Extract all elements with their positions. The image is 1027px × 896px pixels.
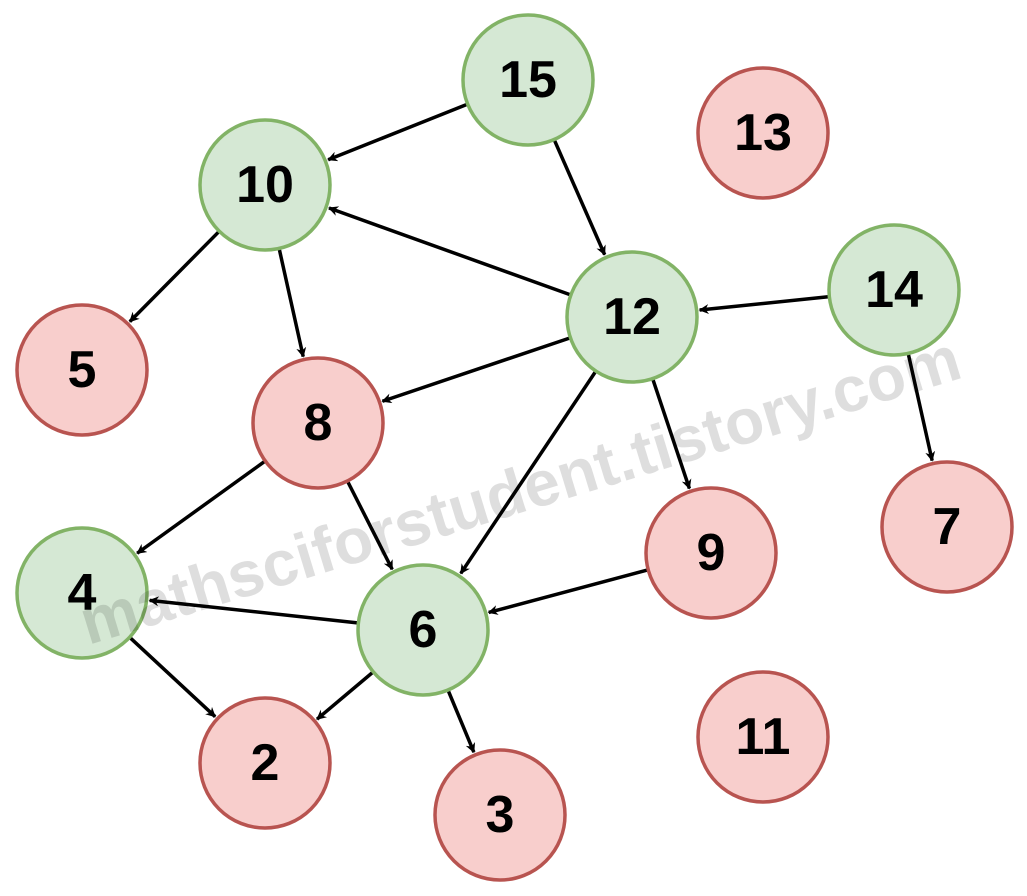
node-label-9: 9 bbox=[697, 524, 726, 582]
node-3: 3 bbox=[433, 748, 567, 882]
edge-12-to-8 bbox=[381, 336, 571, 404]
edge-6-to-2 bbox=[315, 671, 374, 721]
node-label-7: 7 bbox=[933, 498, 962, 556]
edge-6-to-3 bbox=[446, 690, 476, 754]
node-2: 2 bbox=[198, 696, 332, 830]
node-circle-15 bbox=[461, 13, 595, 147]
nodes-layer: 15 13 10 14 12 5 8 9 7 4 6 11 2 3 bbox=[15, 13, 1014, 882]
node-circle-9 bbox=[644, 486, 778, 620]
node-label-12: 12 bbox=[603, 288, 661, 346]
node-14: 14 bbox=[827, 223, 961, 357]
node-circle-3 bbox=[433, 748, 567, 882]
edge-15-to-10 bbox=[327, 102, 468, 162]
node-label-5: 5 bbox=[68, 341, 97, 399]
watermark-text: mathsciforstudent.tistory.com bbox=[71, 322, 968, 659]
node-8: 8 bbox=[251, 356, 385, 490]
node-circle-10 bbox=[198, 118, 332, 252]
edge-9-to-6 bbox=[487, 568, 648, 615]
node-label-13: 13 bbox=[734, 104, 792, 162]
node-label-6: 6 bbox=[409, 601, 438, 659]
node-13: 13 bbox=[696, 66, 830, 200]
node-6: 6 bbox=[356, 563, 490, 697]
edge-4-to-2 bbox=[129, 636, 217, 719]
edge-14-to-12 bbox=[698, 295, 829, 315]
edge-6-to-4 bbox=[148, 596, 358, 625]
node-9: 9 bbox=[644, 486, 778, 620]
edge-10-to-8 bbox=[277, 249, 307, 358]
node-label-2: 2 bbox=[251, 734, 280, 792]
edge-15-to-12 bbox=[552, 139, 607, 256]
node-circle-6 bbox=[356, 563, 490, 697]
node-circle-2 bbox=[198, 696, 332, 830]
node-11: 11 bbox=[696, 670, 830, 804]
edge-14-to-7 bbox=[906, 354, 936, 462]
node-label-14: 14 bbox=[865, 261, 923, 319]
node-circle-13 bbox=[696, 66, 830, 200]
node-label-3: 3 bbox=[486, 786, 515, 844]
node-label-15: 15 bbox=[499, 51, 557, 109]
edge-12-to-10 bbox=[328, 206, 571, 297]
node-circle-8 bbox=[251, 356, 385, 490]
edge-8-to-6 bbox=[346, 481, 394, 571]
node-5: 5 bbox=[15, 303, 149, 437]
node-10: 10 bbox=[198, 118, 332, 252]
node-circle-11 bbox=[696, 670, 830, 804]
node-12: 12 bbox=[565, 250, 699, 384]
edge-8-to-4 bbox=[136, 460, 266, 555]
node-circle-12 bbox=[565, 250, 699, 384]
edge-12-to-6 bbox=[459, 370, 597, 575]
edges-layer bbox=[128, 102, 936, 754]
edge-10-to-5 bbox=[128, 230, 220, 323]
node-circle-14 bbox=[827, 223, 961, 357]
node-circle-4 bbox=[15, 526, 149, 660]
node-7: 7 bbox=[880, 460, 1014, 594]
edge-12-to-9 bbox=[651, 379, 692, 490]
node-15: 15 bbox=[461, 13, 595, 147]
node-label-10: 10 bbox=[236, 156, 294, 214]
node-label-11: 11 bbox=[736, 708, 791, 766]
node-circle-7 bbox=[880, 460, 1014, 594]
node-label-4: 4 bbox=[68, 564, 97, 622]
node-circle-5 bbox=[15, 303, 149, 437]
node-4: 4 bbox=[15, 526, 149, 660]
node-label-8: 8 bbox=[304, 394, 333, 452]
